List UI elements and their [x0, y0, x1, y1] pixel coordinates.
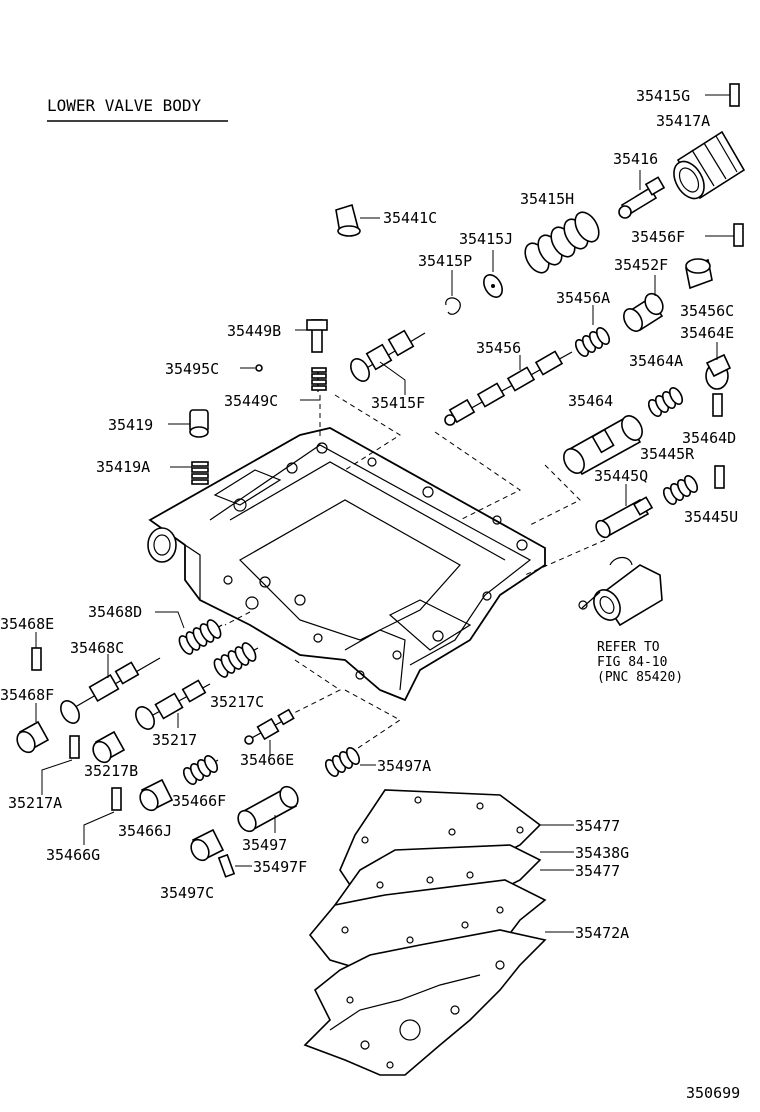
diagram-title: LOWER VALVE BODY	[47, 96, 201, 115]
part-35417A-sleeve[interactable]: 35417A	[656, 112, 746, 204]
label-35464E: 35464E	[680, 324, 734, 342]
part-35456F[interactable]: 35456F	[631, 223, 744, 247]
part-35456C-cap[interactable]: 35456C	[680, 258, 734, 320]
label-35415H: 35415H	[520, 190, 574, 208]
label-35449B: 35449B	[227, 322, 281, 340]
assembly-guide-lines	[224, 394, 606, 761]
part-35445U[interactable]: 35445U	[684, 465, 738, 526]
label-35456A: 35456A	[556, 289, 610, 307]
label-35468C: 35468C	[70, 639, 124, 657]
part-35477-lower-gasket[interactable]: 35477	[308, 862, 620, 976]
label-35415F: 35415F	[371, 394, 425, 412]
part-35456-valve[interactable]: 35456	[444, 339, 573, 426]
label-35464A: 35464A	[629, 352, 683, 370]
label-35466F: 35466F	[172, 792, 226, 810]
part-35415P-clip[interactable]: 35415P	[418, 252, 472, 315]
part-35495C-ball[interactable]: 35495C	[165, 360, 263, 378]
part-35497A-spring[interactable]: 35497A	[323, 746, 431, 779]
part-35497-valve[interactable]: 35497	[235, 783, 302, 854]
label-35466E: 35466E	[240, 751, 294, 769]
label-35468D: 35468D	[88, 603, 142, 621]
label-35452F: 35452F	[614, 256, 668, 274]
label-35456F: 35456F	[631, 228, 685, 246]
part-35466E-plug[interactable]: 35466E	[240, 708, 295, 769]
label-35456: 35456	[476, 339, 521, 357]
label-35466G: 35466G	[46, 846, 100, 864]
label-35497: 35497	[242, 836, 287, 854]
part-35466J-plug[interactable]: 35466J	[118, 778, 174, 840]
label-35419: 35419	[108, 416, 153, 434]
label-35497C: 35497C	[160, 884, 214, 902]
label-35464D: 35464D	[682, 429, 736, 447]
label-35497A: 35497A	[377, 757, 431, 775]
part-35468F-plug[interactable]: 35468F	[0, 686, 54, 756]
part-35217B-plug[interactable]: 35217B	[84, 730, 138, 780]
part-35416-plug[interactable]: 35416	[613, 150, 666, 219]
label-35468F: 35468F	[0, 686, 54, 704]
label-35445U: 35445U	[684, 508, 738, 526]
label-35438G: 35438G	[575, 844, 629, 862]
part-35415G[interactable]: 35415G	[636, 83, 740, 107]
label-35415J: 35415J	[459, 230, 513, 248]
label-35495C: 35495C	[165, 360, 219, 378]
part-35464D[interactable]: 35464D	[682, 393, 736, 447]
part-35452F-plug[interactable]: 35452F	[614, 256, 668, 334]
refer-note-line-3: (PNC 85420)	[597, 670, 683, 685]
label-35445R: 35445R	[640, 445, 695, 463]
label-35217B: 35217B	[84, 762, 138, 780]
part-35466G[interactable]: 35466G	[46, 787, 122, 864]
solenoid-reference-part[interactable]	[578, 556, 663, 627]
label-35477-lower: 35477	[575, 862, 620, 880]
label-35456C: 35456C	[680, 302, 734, 320]
label-35217C: 35217C	[210, 693, 264, 711]
label-35497F: 35497F	[253, 858, 307, 876]
figure-number: 350699	[686, 1084, 740, 1102]
part-35497C-plug[interactable]: 35497C	[160, 828, 225, 902]
label-35464: 35464	[568, 392, 613, 410]
part-35456A-spring[interactable]: 35456A	[556, 289, 612, 358]
refer-to-note: REFER TO FIG 84-10 (PNC 85420)	[597, 640, 683, 685]
part-35415H-spring[interactable]: 35415H	[520, 190, 604, 277]
part-35464A-spring[interactable]: 35464A	[629, 352, 685, 418]
part-35464-valve[interactable]: 35464	[560, 392, 647, 477]
part-35466F-spring[interactable]: 35466F	[172, 754, 226, 810]
label-35445Q: 35445Q	[594, 467, 648, 485]
label-35217: 35217	[152, 731, 197, 749]
part-35468D-spring[interactable]: 35468D	[88, 603, 223, 656]
label-35217A: 35217A	[8, 794, 62, 812]
part-35217-valve[interactable]: 35217	[132, 679, 211, 749]
label-35416: 35416	[613, 150, 658, 168]
part-35445Q-valve[interactable]: 35445Q	[593, 467, 654, 540]
label-35477-upper: 35477	[575, 817, 620, 835]
part-35449C-spring[interactable]: 35449C	[224, 367, 327, 410]
lower-valve-body[interactable]	[147, 427, 546, 702]
refer-note-line-2: FIG 84-10	[597, 655, 667, 670]
label-35468E: 35468E	[0, 615, 54, 633]
label-35441C: 35441C	[383, 209, 437, 227]
part-35468C-valve[interactable]: 35468C	[57, 639, 161, 726]
part-35472A-plate[interactable]: 35472A	[303, 924, 629, 1076]
part-35419A-spring[interactable]: 35419A	[96, 458, 209, 485]
label-35415P: 35415P	[418, 252, 472, 270]
part-35415J-washer[interactable]: 35415J	[459, 230, 513, 300]
part-35441C-cap[interactable]: 35441C	[335, 203, 437, 237]
refer-note-line-1: REFER TO	[597, 640, 660, 655]
part-35419-plug[interactable]: 35419	[108, 409, 209, 438]
part-35464E-plug[interactable]: 35464E	[680, 324, 734, 390]
label-35472A: 35472A	[575, 924, 629, 942]
label-35417A: 35417A	[656, 112, 710, 130]
label-35419A: 35419A	[96, 458, 150, 476]
part-35217A[interactable]: 35217A	[8, 735, 80, 812]
part-35445R-spring[interactable]: 35445R	[640, 445, 700, 506]
part-35217C-spring[interactable]: 35217C	[210, 641, 264, 711]
part-35468E[interactable]: 35468E	[0, 615, 54, 671]
part-35449B-bolt[interactable]: 35449B	[227, 319, 328, 353]
label-35466J: 35466J	[118, 822, 172, 840]
label-35449C: 35449C	[224, 392, 278, 410]
label-35415G: 35415G	[636, 87, 690, 105]
part-35497F[interactable]: 35497F	[217, 853, 307, 878]
part-35415F-valve[interactable]: 35415F	[347, 329, 426, 412]
